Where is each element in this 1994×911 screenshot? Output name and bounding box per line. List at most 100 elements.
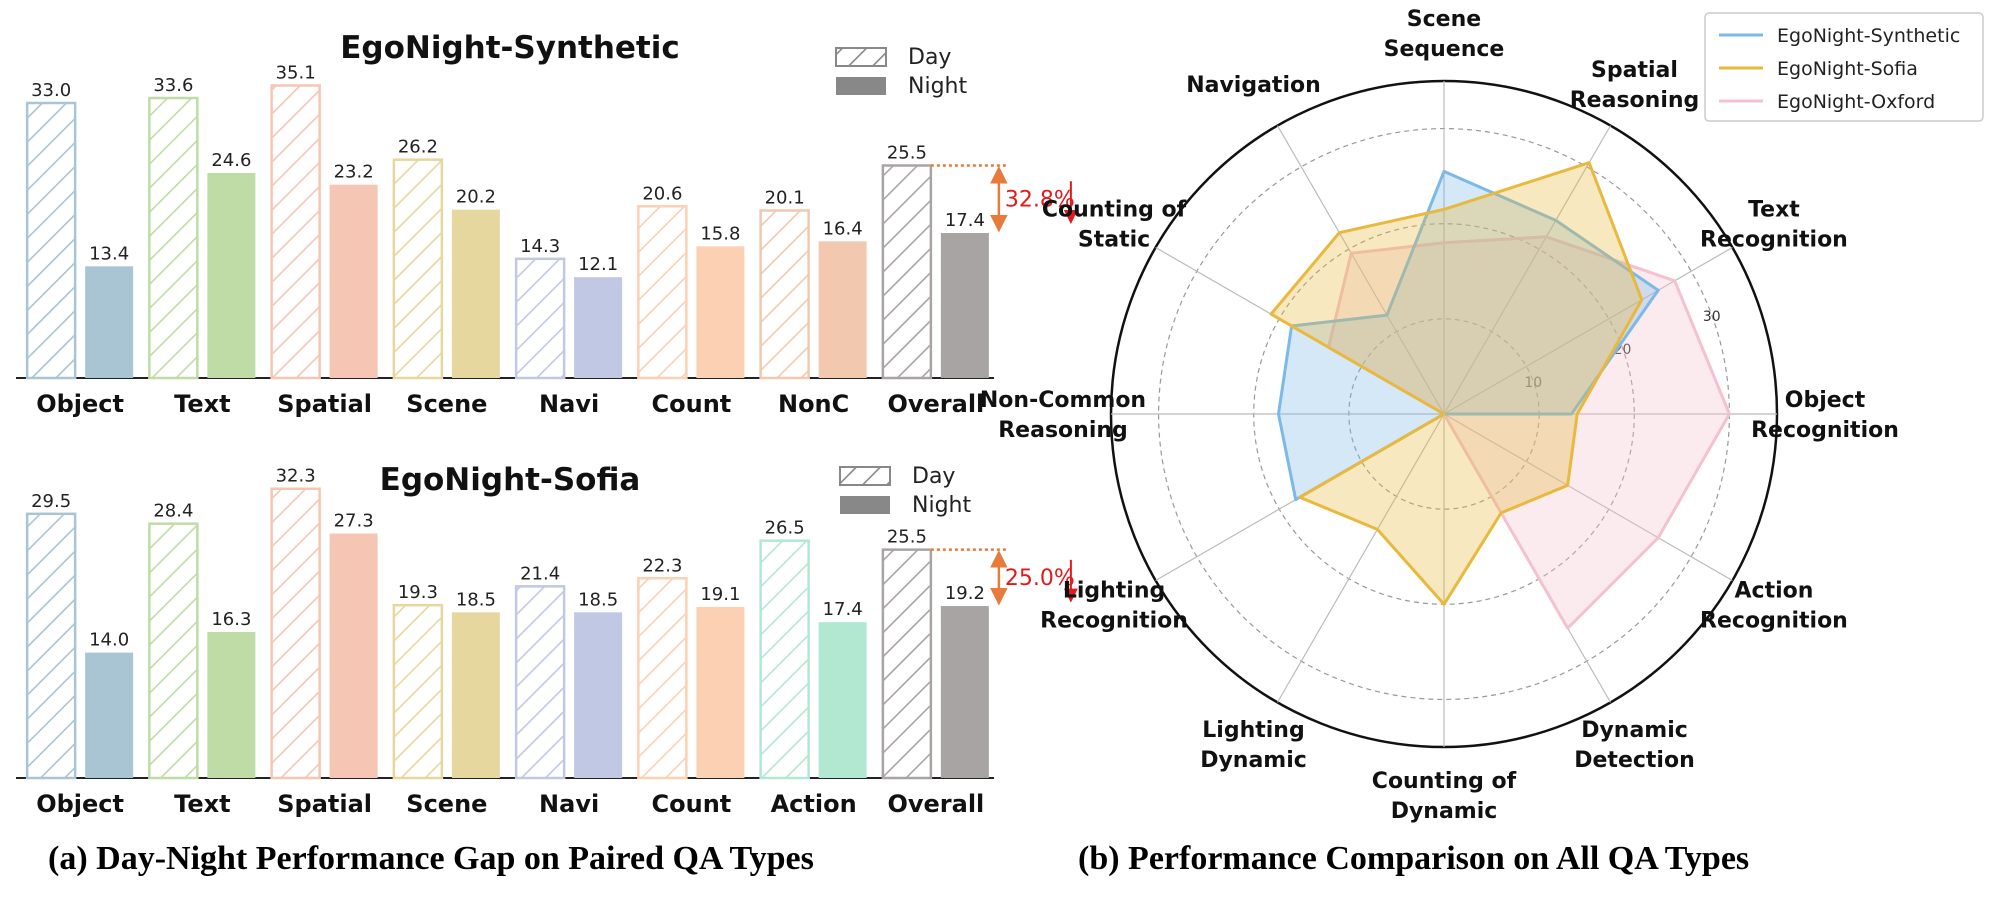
data-label-night-navi: 12.1 xyxy=(578,254,618,275)
radar-axis-label-line: Detection xyxy=(1574,748,1695,773)
tick-label-text: Text xyxy=(174,390,230,418)
bar-night-object xyxy=(85,266,134,378)
radar-tick-label: 10 xyxy=(1524,375,1542,391)
data-label-day-nonc: 20.1 xyxy=(765,188,805,209)
bar-day-object xyxy=(25,512,77,780)
caption-panel-b: (b) Performance Comparison on All QA Typ… xyxy=(1078,840,1750,877)
legend-swatch-night xyxy=(840,496,890,514)
legend-label-night: Night xyxy=(908,74,967,99)
data-label-day-text: 28.4 xyxy=(153,501,193,522)
radar-axis-label-line: Counting of xyxy=(1042,198,1187,223)
radar-axis-label-line: Non-Common xyxy=(980,388,1146,413)
radar-axis-label-line: Lighting xyxy=(1063,579,1165,604)
bar-night-count xyxy=(696,606,745,778)
chart-title: EgoNight-Synthetic xyxy=(340,30,680,66)
radar-axis-label-line: Scene xyxy=(1407,7,1481,32)
tick-label-count: Count xyxy=(652,790,732,818)
bar-night-text xyxy=(207,173,256,378)
radar-axis-label-line: Recognition xyxy=(1040,609,1188,634)
radar-axis-label-line: Action xyxy=(1735,579,1814,604)
bar-day-nonc xyxy=(759,209,810,380)
radar-axis-label-line: Spatial xyxy=(1591,58,1678,83)
bar-night-object xyxy=(85,652,134,778)
data-label-day-action: 26.5 xyxy=(765,518,805,539)
tick-label-nonc: NonC xyxy=(778,390,849,418)
bar-night-overall xyxy=(940,233,989,378)
data-label-day-count: 20.6 xyxy=(642,183,682,204)
tick-label-overall: Overall xyxy=(887,790,984,818)
gap-percent-label: 25.0% xyxy=(1005,566,1075,591)
data-label-night-spatial: 27.3 xyxy=(334,511,374,532)
bar-day-overall xyxy=(881,164,933,380)
data-label-night-text: 24.6 xyxy=(211,150,251,171)
radar-axis-label-line: Recognition xyxy=(1751,418,1899,443)
bar-day-spatial xyxy=(270,487,321,780)
radar-axis-label-line: Dynamic xyxy=(1200,748,1307,773)
radar-axis-label-line: Text xyxy=(1748,198,1800,223)
data-label-night-scene: 18.5 xyxy=(456,589,496,610)
data-label-day-scene: 26.2 xyxy=(398,137,438,158)
radar-spoke xyxy=(1276,413,1445,703)
radar-legend-label-egonight-sofia: EgoNight-Sofia xyxy=(1777,58,1918,80)
tick-label-spatial: Spatial xyxy=(277,790,372,818)
legend-swatch-day xyxy=(839,466,891,486)
radar-axis-label-line: Navigation xyxy=(1186,73,1321,98)
data-label-day-text: 33.6 xyxy=(153,75,193,96)
bar-chart-sofia: EgoNight-Sofia29.514.0Object28.416.3Text… xyxy=(16,462,1078,818)
radar-spoke xyxy=(1276,125,1445,415)
radar-legend-label-egonight-synthetic: EgoNight-Synthetic xyxy=(1777,25,1960,47)
bar-day-object xyxy=(25,101,77,380)
data-label-day-navi: 21.4 xyxy=(520,563,560,584)
radar-axis-label: Counting of Static xyxy=(1042,198,1187,253)
data-label-day-object: 33.0 xyxy=(31,80,71,101)
bar-night-overall xyxy=(940,606,989,778)
radar-axis-label-line: Reasoning xyxy=(1570,88,1700,113)
bar-night-navi xyxy=(574,277,623,378)
radar-axis-label-line: Reasoning xyxy=(998,418,1128,443)
radar-axis-label-line: Static xyxy=(1078,228,1150,253)
data-label-day-overall: 25.5 xyxy=(887,527,927,548)
tick-label-spatial: Spatial xyxy=(277,390,372,418)
data-label-night-text: 16.3 xyxy=(211,609,251,630)
data-label-night-object: 13.4 xyxy=(89,243,129,264)
bar-day-scene xyxy=(392,158,444,380)
data-label-night-count: 15.8 xyxy=(700,223,740,244)
tick-label-action: Action xyxy=(771,790,857,818)
bar-day-action xyxy=(759,539,810,780)
data-label-night-object: 14.0 xyxy=(89,630,129,651)
bar-night-nonc xyxy=(818,241,867,378)
radar-legend-box xyxy=(1704,12,1984,122)
radar-spoke xyxy=(1443,246,1733,415)
radar-axis-label-line: Sequence xyxy=(1384,37,1505,62)
bar-day-count xyxy=(637,577,688,780)
tick-label-object: Object xyxy=(36,390,124,418)
bar-day-text xyxy=(148,522,199,780)
radar-axis-label-line: Object xyxy=(1785,388,1866,413)
radar-axis-label-line: Dynamic xyxy=(1581,718,1688,743)
tick-label-scene: Scene xyxy=(406,390,487,418)
radar-legend-label-egonight-oxford: EgoNight-Oxford xyxy=(1777,91,1935,113)
bar-night-spatial xyxy=(329,184,378,378)
radar-spoke xyxy=(1443,125,1612,415)
data-label-night-navi: 18.5 xyxy=(578,589,618,610)
tick-label-count: Count xyxy=(652,390,732,418)
gap-percent-label: 32.8% xyxy=(1005,187,1075,212)
radar-axis-label-line: Recognition xyxy=(1700,228,1848,253)
data-label-day-object: 29.5 xyxy=(31,491,71,512)
bar-day-text xyxy=(148,96,199,380)
bar-day-count xyxy=(637,205,688,380)
bar-day-spatial xyxy=(270,84,321,380)
bar-day-scene xyxy=(392,603,444,780)
tick-label-object: Object xyxy=(36,790,124,818)
bar-night-text xyxy=(207,632,256,778)
bar-day-navi xyxy=(514,585,566,780)
